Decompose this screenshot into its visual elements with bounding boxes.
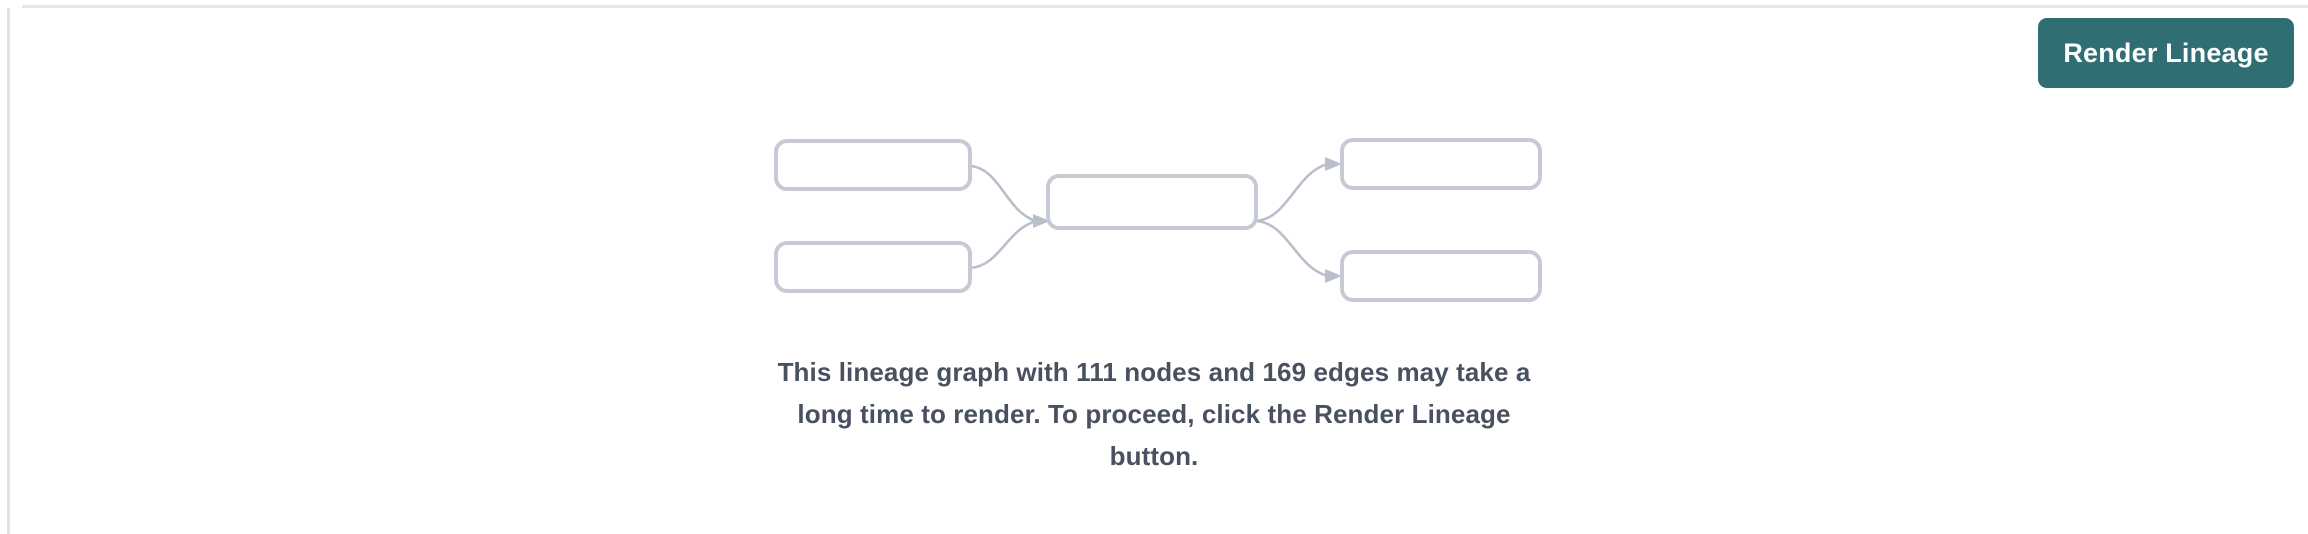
edge-left-top-to-center <box>969 164 1037 223</box>
placeholder-node-center <box>1046 174 1258 230</box>
panel-top-divider <box>22 5 2308 8</box>
placeholder-node-right-top <box>1340 138 1542 190</box>
placeholder-node-left-top <box>774 139 972 191</box>
edge-left-bottom-to-center <box>969 219 1037 270</box>
edge-center-to-right-bottom <box>1255 219 1329 278</box>
edge-center-to-right-top <box>1255 162 1329 223</box>
render-lineage-button[interactable]: Render Lineage <box>2038 18 2294 88</box>
edge-arrowhead-to-right-top <box>1325 157 1342 171</box>
edge-arrowhead-to-center <box>1033 214 1050 228</box>
panel-left-divider <box>7 8 10 534</box>
edge-arrowhead-to-right-bottom <box>1325 269 1342 283</box>
placeholder-node-left-bottom <box>774 241 972 293</box>
lineage-render-warning-message: This lineage graph with 111 nodes and 16… <box>777 357 1531 471</box>
lineage-graph-placeholder <box>748 120 1568 302</box>
placeholder-node-right-bottom <box>1340 250 1542 302</box>
